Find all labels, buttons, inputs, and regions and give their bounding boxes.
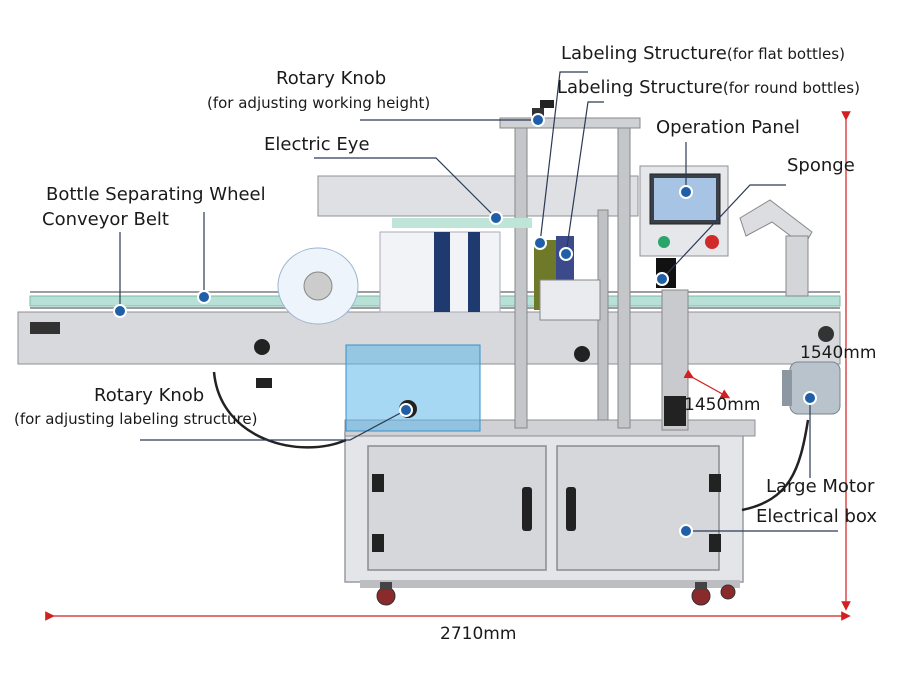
dot-round bbox=[559, 247, 573, 261]
dot-conveyor bbox=[113, 304, 127, 318]
labeling-structure-flat-main: Labeling Structure bbox=[561, 43, 727, 64]
operation-panel bbox=[639, 165, 813, 297]
cabinet bbox=[344, 419, 756, 606]
dot-bottle-wheel bbox=[197, 290, 211, 304]
leader-flat bbox=[539, 71, 588, 244]
depth-dimension-line bbox=[683, 369, 731, 399]
dot-sponge bbox=[655, 272, 669, 286]
rotary-knob-labeling-title: Rotary Knob bbox=[94, 385, 205, 406]
dot-operation-panel bbox=[679, 185, 693, 199]
depth-dimension-label: 1450mm bbox=[684, 395, 761, 415]
leader-electric-eye bbox=[314, 157, 497, 219]
height-dimension-label: 1540mm bbox=[800, 343, 877, 363]
dot-electrical-box bbox=[679, 524, 693, 538]
dot-rotary-knob-height bbox=[531, 113, 545, 127]
width-dimension-label: 2710mm bbox=[440, 624, 517, 644]
labeling-structure-flat-sub: (for flat bottles) bbox=[726, 45, 845, 63]
labeling-highlight bbox=[345, 344, 481, 432]
dot-rotary-knob-labeling bbox=[399, 403, 413, 417]
large-motor-label: Large Motor bbox=[766, 476, 875, 497]
leader-sponge bbox=[661, 184, 786, 280]
labeling-structure-round-main: Labeling Structure bbox=[557, 77, 723, 98]
labeling-structure-round-sub: (for round bottles) bbox=[722, 79, 860, 97]
large-motor bbox=[782, 361, 841, 415]
electric-eye-label: Electric Eye bbox=[264, 134, 370, 155]
dimension-lines bbox=[45, 111, 851, 621]
leader-lines bbox=[119, 71, 838, 532]
rotary-knob-labeling-subtitle: (for adjusting labeling structure) bbox=[14, 410, 258, 428]
marker-dots bbox=[113, 113, 817, 538]
conveyor-belt-label: Conveyor Belt bbox=[42, 209, 169, 230]
electrical-box-label: Electrical box bbox=[756, 506, 877, 527]
upper-frame bbox=[317, 100, 641, 429]
label-roll-area bbox=[277, 231, 689, 431]
operation-panel-label: Operation Panel bbox=[656, 117, 800, 138]
leader-round bbox=[565, 101, 604, 255]
sponge-label: Sponge bbox=[787, 155, 855, 176]
rotary-knob-height-title: Rotary Knob bbox=[276, 68, 387, 89]
rotary-knob-height-subtitle: (for adjusting working height) bbox=[207, 94, 431, 112]
dot-large-motor bbox=[803, 391, 817, 405]
leader-rotary-knob-labeling bbox=[140, 409, 407, 441]
labeling-structure-round-label: Labeling Structure(for round bottles) bbox=[557, 79, 860, 97]
cable-right bbox=[741, 419, 810, 512]
bottle-separating-wheel-label: Bottle Separating Wheel bbox=[46, 184, 266, 205]
labeling-structure-flat-label: Labeling Structure(for flat bottles) bbox=[561, 45, 845, 63]
dot-electric-eye bbox=[489, 211, 503, 225]
dot-flat bbox=[533, 236, 547, 250]
cable-left bbox=[212, 371, 347, 449]
